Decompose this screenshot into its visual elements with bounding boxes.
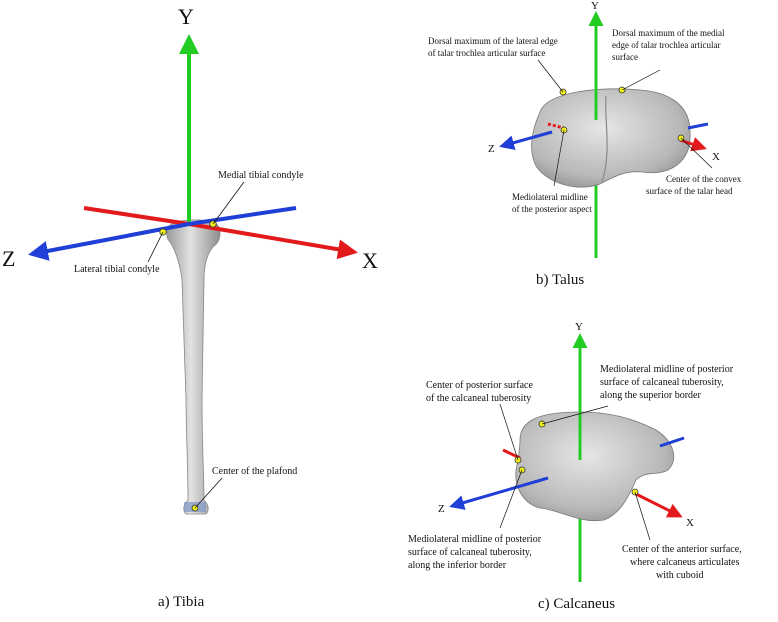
medial-condyle-leader [212, 181, 245, 225]
calcaneus-anterior-text-2: where calcaneus articulates [630, 557, 739, 568]
talus-panel: Y X Z Dorsal maximum of the lateral edge… [428, 0, 742, 288]
calcaneus-x-axis [635, 492, 683, 518]
calcaneus-inferior-text-3: along the inferior border [408, 560, 507, 571]
talus-z-label: Z [488, 143, 495, 155]
talus-trochlea-groove [601, 95, 608, 183]
talus-head-text-1: Center of the convex [666, 174, 742, 184]
calcaneus-inferior-leader [499, 469, 523, 529]
calcaneus-caption: c) Calcaneus [538, 596, 615, 612]
tibia-x-label: X [362, 248, 378, 273]
tibia-bone [166, 219, 221, 515]
calcaneus-posterior-text-1: Center of posterior surface [426, 380, 533, 391]
calcaneus-inferior-text-2: surface of calcaneal tuberosity, [408, 547, 532, 558]
calcaneus-posterior-leader [499, 403, 519, 461]
calcaneus-anterior-leader [634, 491, 651, 541]
calcaneus-superior-text-2: surface of calcaneal tuberosity, [600, 377, 724, 388]
talus-medial-edge-text-1: Dorsal maximum of the medial [612, 28, 725, 38]
talus-posterior-text-1: Mediolateral midline [512, 192, 588, 202]
talus-posterior-text-2: of the posterior aspect [512, 204, 592, 214]
calcaneus-y-label: Y [575, 321, 583, 333]
talus-lateral-edge-leader [537, 59, 564, 93]
talus-head-leader [680, 137, 713, 169]
tibia-x-axis-back [83, 206, 190, 226]
talus-z-axis-back [687, 122, 709, 130]
talus-lateral-edge-text-2: of talar trochlea articular surface [428, 48, 545, 58]
lateral-condyle-text: Lateral tibial condyle [74, 264, 160, 275]
talus-bone [531, 88, 691, 188]
tibia-z-axis-back [188, 206, 297, 226]
calcaneus-x-label: X [686, 517, 694, 529]
tibia-z-label: Z [2, 246, 15, 271]
talus-z-axis [499, 130, 553, 150]
talus-posterior-leader [553, 129, 565, 187]
talus-lateral-edge-text-1: Dorsal maximum of the lateral edge [428, 36, 558, 46]
talus-caption: b) Talus [536, 272, 584, 288]
calcaneus-z-axis-back [659, 436, 685, 448]
calcaneus-anterior-text-3: with cuboid [656, 570, 704, 581]
calcaneus-inferior-text-1: Mediolateral midline of posterior [408, 534, 542, 545]
tibia-z-axis [28, 222, 190, 261]
calcaneus-z-axis [449, 476, 549, 510]
lateral-condyle-leader [147, 231, 164, 263]
plafond-leader [194, 477, 223, 509]
calcaneus-bone [515, 411, 675, 522]
plafond-text: Center of the plafond [212, 466, 297, 477]
talus-head-text-2: surface of the talar head [646, 186, 733, 196]
talus-medial-edge-text-2: edge of talar trochlea articular [612, 40, 720, 50]
calcaneus-superior-leader [541, 405, 609, 425]
calcaneus-panel: Y X Z Center of posterior surface of the… [408, 321, 742, 612]
medial-condyle-text: Medial tibial condyle [218, 170, 304, 181]
talus-medial-edge-text-3: surface [612, 52, 638, 62]
calcaneus-z-label: Z [438, 503, 445, 515]
calcaneus-anterior-text-1: Center of the anterior surface, [622, 544, 742, 555]
tibia-y-label: Y [178, 4, 194, 29]
calcaneus-posterior-text-2: of the calcaneal tuberosity [426, 393, 531, 404]
talus-x-axis-back [547, 122, 565, 130]
tibia-x-axis [188, 222, 358, 260]
talus-y-label: Y [591, 0, 599, 12]
calcaneus-superior-text-1: Mediolateral midline of posterior [600, 364, 734, 375]
talus-medial-edge-leader [621, 69, 661, 91]
tibia-panel: Y X Z Medial tibial condyle Lateral tibi… [2, 4, 378, 610]
calcaneus-superior-text-3: along the superior border [600, 390, 701, 401]
tibia-caption: a) Tibia [158, 594, 205, 610]
talus-x-label: X [712, 151, 720, 163]
